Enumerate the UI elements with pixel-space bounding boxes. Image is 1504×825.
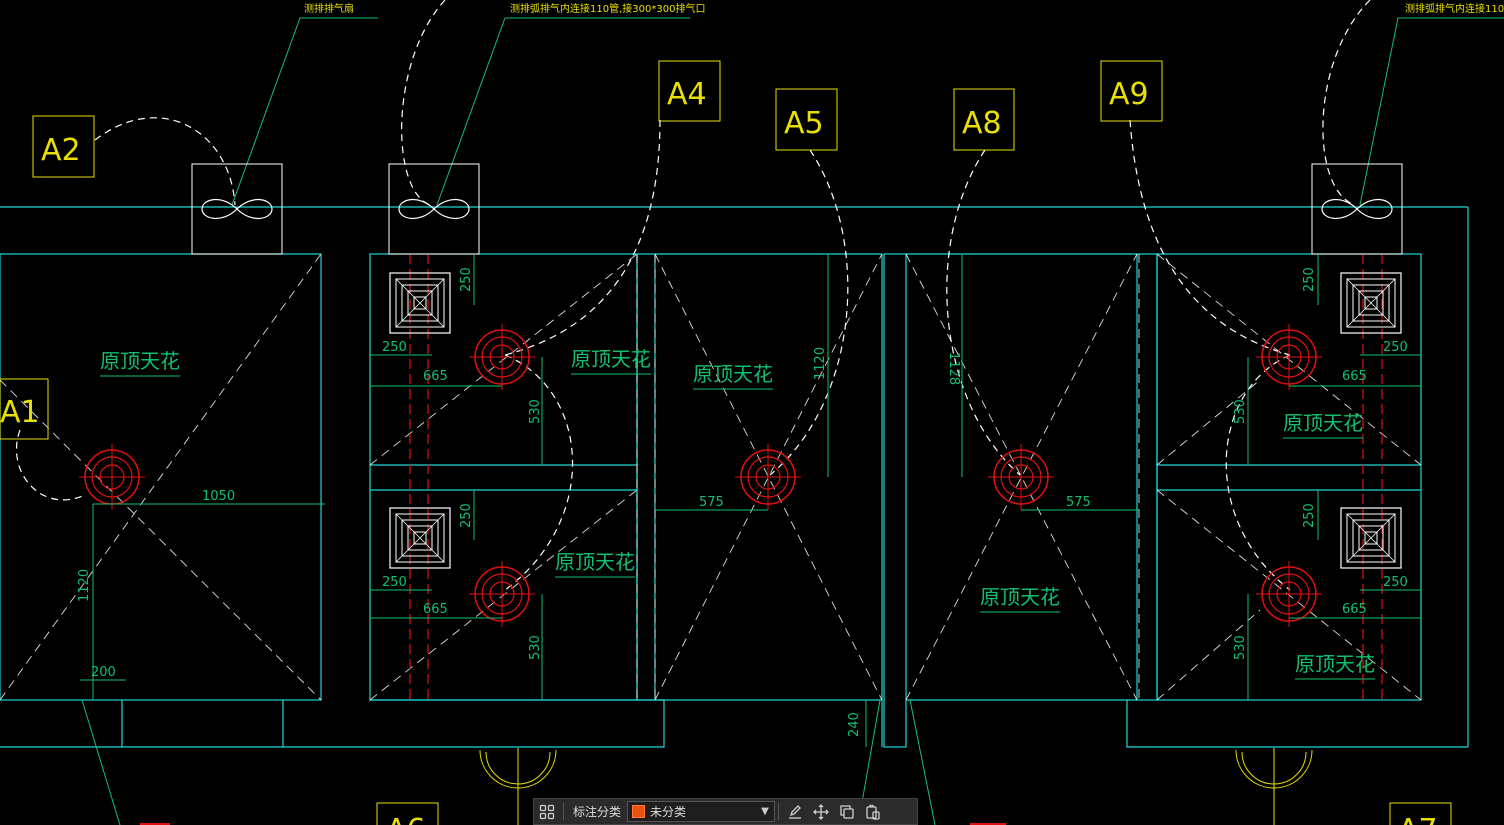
marker (140, 823, 1006, 825)
ceiling-label: 原顶天花 (555, 550, 635, 574)
vent-icon (1340, 507, 1402, 569)
ceiling-label: 原顶天花 (100, 349, 180, 373)
tag-label: A8 (962, 106, 1002, 141)
light-icon (1255, 560, 1323, 628)
dim-text: 250 (382, 575, 407, 590)
door-icon (479, 748, 1313, 825)
dim-text: 200 (91, 665, 116, 680)
tag-label: A2 (41, 133, 81, 168)
ceiling-label: 原顶天花 (1283, 411, 1363, 435)
dim-text: 1120 (77, 569, 92, 602)
edit-icon (789, 804, 802, 819)
ceiling-diagonals (0, 253, 1422, 701)
light-icon (987, 443, 1055, 511)
tag-label: A5 (784, 106, 824, 141)
vent-icon (1340, 272, 1402, 334)
fan-icon (1311, 163, 1403, 255)
tag-label: A4 (667, 77, 707, 112)
move-icon (813, 803, 829, 820)
dim-text: 250 (1383, 340, 1408, 355)
paste-button[interactable] (860, 799, 886, 824)
dim-text: 665 (423, 369, 448, 384)
category-color-swatch (632, 805, 646, 818)
dim-text: 575 (699, 495, 724, 510)
dim-text: 250 (1302, 503, 1317, 528)
vent-icon (389, 507, 451, 569)
dim-text: 665 (423, 602, 448, 617)
walls (0, 206, 1469, 748)
ceiling-label: 原顶天花 (1295, 652, 1375, 676)
dim-text: 530 (1233, 635, 1248, 660)
light-icon (1255, 323, 1323, 391)
light-icon (468, 323, 536, 391)
dim-text: 530 (1233, 399, 1248, 424)
move-button[interactable] (808, 799, 834, 824)
note-text: 测排弧排气内连接110管, (1405, 2, 1504, 15)
dim-text: 1128 (946, 352, 961, 385)
dim-text: 240 (847, 712, 862, 737)
paste-icon (866, 804, 880, 820)
ceiling-label: 原顶天花 (980, 585, 1060, 609)
tag-label: A1 (0, 395, 40, 430)
tag-label: A6 (386, 813, 426, 825)
category-label: 标注分类 (573, 805, 622, 819)
copy-button[interactable] (834, 799, 860, 824)
dimension-lines (80, 254, 1421, 747)
dim-text: 665 (1342, 602, 1367, 617)
fan-icon (191, 163, 283, 255)
dim-text: 1050 (202, 489, 235, 504)
dim-text: 250 (1383, 575, 1408, 590)
dim-text: 1120 (813, 347, 828, 380)
dim-text: 665 (1342, 369, 1367, 384)
divider (563, 803, 564, 820)
dim-text: 250 (459, 267, 474, 292)
fan-icon (388, 163, 480, 255)
dim-text: 250 (382, 340, 407, 355)
pipes (409, 254, 1383, 700)
tag-label: A9 (1109, 77, 1149, 112)
note-text: 测排弧排气内连接110管,接300*300排气口 (510, 2, 705, 15)
copy-icon (840, 804, 854, 819)
ceiling-label: 原顶天花 (693, 362, 773, 386)
dim-text: 250 (1302, 267, 1317, 292)
grid-icon[interactable] (534, 799, 560, 824)
dim-text: 250 (459, 503, 474, 528)
edit-button[interactable] (782, 799, 808, 824)
ceiling-label: 原顶天花 (571, 347, 651, 371)
dim-text: 530 (528, 635, 543, 660)
dim-text: 575 (1066, 495, 1091, 510)
category-select[interactable]: 未分类 ▼ (627, 801, 776, 822)
note-text: 测排排气扇 (304, 2, 354, 15)
divider (778, 803, 780, 820)
vent-icon (389, 272, 451, 334)
light-icon (468, 560, 536, 628)
chevron-down-icon: ▼ (761, 806, 769, 817)
tag-label: A7 (1398, 813, 1438, 825)
dim-text: 530 (528, 399, 543, 424)
category-selected-value: 未分类 (650, 805, 687, 819)
light-icon (78, 443, 146, 511)
annotation-toolbar: 标注分类 未分类 ▼ (533, 798, 918, 825)
switch-arcs (15, 0, 1371, 591)
